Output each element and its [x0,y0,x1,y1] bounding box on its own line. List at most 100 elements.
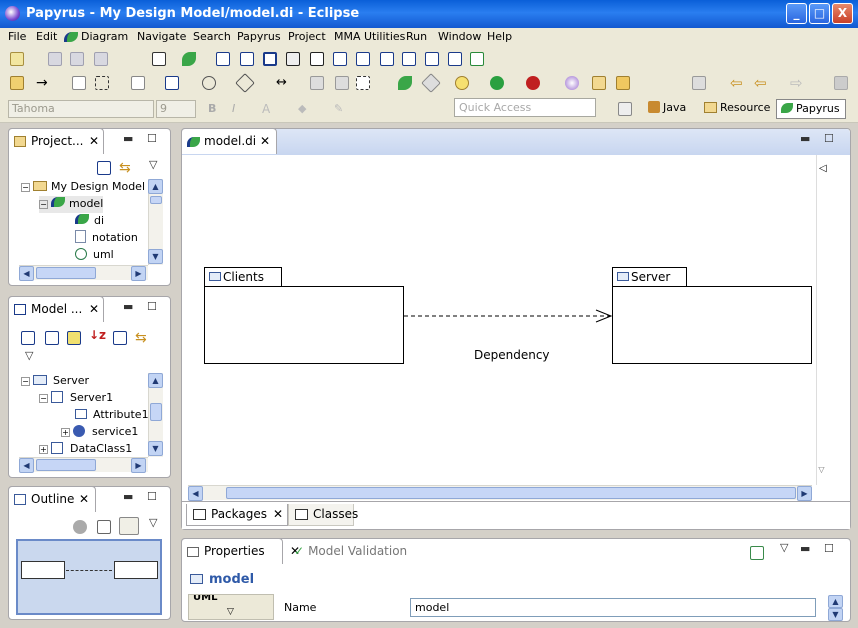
project-tree-hscrollbar[interactable]: ◀ ▶ [19,265,148,281]
scroll-left-button[interactable]: ◀ [19,458,34,473]
run-icon[interactable] [490,76,504,90]
maximize-button[interactable]: □ [809,3,830,24]
split-icon[interactable] [448,52,462,66]
collapse-all-icon[interactable] [97,161,111,175]
structure-icon[interactable] [402,52,416,66]
collapse-icon[interactable]: − [39,394,48,403]
back-nav-icon[interactable]: ⇦ [754,74,767,92]
merge-icon[interactable] [470,52,484,66]
hierarchy-icon[interactable] [356,52,370,66]
refresh-icon[interactable] [10,76,24,90]
save-all-icon[interactable] [70,52,84,66]
minimize-view-icon[interactable]: ▬ [123,490,134,503]
arrow-right-icon[interactable]: → [36,75,48,91]
diagram-canvas[interactable]: Clients Server Dependency [188,155,816,485]
view-menu-icon[interactable]: ▽ [149,158,158,171]
expand-icon[interactable]: + [61,428,70,437]
perspective-java[interactable]: Java [648,99,686,119]
close-tab-icon[interactable]: ✕ [89,302,100,316]
font-family-select[interactable]: Tahoma [8,100,154,118]
scroll-right-button[interactable]: ▶ [131,458,146,473]
sort-alpha-icon[interactable]: ↓z [89,328,107,342]
collapse-icon[interactable]: − [39,200,48,209]
print-icon[interactable] [94,52,108,66]
resize-horizontal-icon[interactable]: ↔ [276,75,287,90]
quick-access-input[interactable]: Quick Access [454,98,596,117]
name-field-input[interactable]: model [410,598,816,617]
select-all-icon[interactable] [95,76,109,90]
tree-item-service1[interactable]: +service1 [61,424,138,441]
tree-icon[interactable] [216,52,230,66]
web-browser-icon[interactable] [565,76,579,90]
route-icon[interactable] [72,76,86,90]
close-tab-icon[interactable]: ✕ [290,544,301,558]
collapse-icon[interactable]: − [21,377,30,386]
frame-icon[interactable] [286,52,300,66]
font-color-button-icon[interactable]: A [262,102,271,116]
tree-item-model[interactable]: −model [39,196,104,213]
collapse-icon[interactable]: − [21,183,30,192]
model-tree-hscrollbar[interactable]: ◀ ▶ [19,457,148,473]
scroll-left-button[interactable]: ◀ [19,266,34,281]
hscroll-thumb[interactable] [36,459,96,471]
scroll-down-small-icon[interactable]: ▽ [818,465,825,474]
palette-collapsed[interactable]: ◁ [816,155,830,485]
scroll-thumb[interactable] [150,403,162,421]
pin-properties-icon[interactable] [750,546,764,560]
close-tab-icon[interactable]: ✕ [273,507,284,521]
maximize-view-icon[interactable]: ☐ [147,300,157,313]
external-tools-icon[interactable] [526,76,540,90]
menu-papyrus[interactable]: Papyrus [237,30,281,43]
properties-side-tabs[interactable]: UML ▽ [188,594,274,620]
scroll-down-button[interactable]: ▼ [148,441,163,456]
menu-help[interactable]: Help [487,30,513,43]
fill-color-button-icon[interactable]: ◆ [298,102,307,115]
model-explorer-tab[interactable]: Model ... ✕ [8,296,104,322]
scroll-up-button[interactable]: ▲ [148,179,163,194]
menu-edit[interactable]: Edit [36,30,58,43]
page-tab-classes[interactable]: Classes [288,504,358,526]
link-editor-icon[interactable]: ⇆ [119,160,131,176]
minimize-editor-icon[interactable]: ▬ [800,132,811,145]
group-icon[interactable] [333,52,347,66]
tree-item-attribute1[interactable]: Attribute1 [75,407,149,424]
model-tree-scrollbar[interactable]: ▲ ▼ [148,373,163,457]
outline-overview-icon[interactable] [119,517,139,535]
scroll-up-button[interactable]: ▲ [148,373,163,388]
menu-window[interactable]: Window [438,30,482,43]
model-validation-tab[interactable]: ✓Model Validation [294,544,407,558]
scroll-left-button[interactable]: ◀ [188,486,203,501]
forward-icon[interactable]: ⇨ [790,74,803,92]
open-folder-icon[interactable] [592,76,606,90]
layout-icon[interactable] [240,52,254,66]
server-package-tab[interactable]: Server [612,267,687,287]
same-size-icon[interactable] [310,76,324,90]
minimize-button[interactable]: _ [786,3,807,24]
save-icon[interactable] [48,52,62,66]
scroll-right-button[interactable]: ▶ [797,486,812,501]
bold-button[interactable]: B [208,102,217,115]
properties-tab[interactable]: Properties ✕ [181,538,300,564]
clients-package[interactable] [204,286,404,364]
close-tab-icon[interactable]: ✕ [79,492,90,506]
close-button[interactable]: X [832,3,853,24]
scroll-thumb[interactable] [150,196,162,204]
arrange-icon[interactable] [131,76,145,90]
dependency-connector[interactable] [404,307,614,327]
side-tab-uml[interactable]: UML [193,594,218,603]
tree-item-notation[interactable]: notation [75,230,138,247]
menu-run[interactable]: Run [406,30,428,43]
line-color-button-icon[interactable]: ✎ [334,102,344,115]
close-tab-icon[interactable]: ✕ [260,134,271,148]
scroll-down-button[interactable]: ▼ [148,249,163,264]
pencil-icon[interactable] [421,73,441,93]
properties-scrollbar[interactable]: ▲ ▼ [828,595,843,621]
maximize-view-icon[interactable]: ☐ [824,542,834,555]
minimize-view-icon[interactable]: ▬ [800,542,811,555]
page-tab-packages[interactable]: Packages ✕ [186,504,288,526]
hscroll-thumb[interactable] [226,487,796,499]
debug-icon[interactable] [455,76,469,90]
menu-search[interactable]: Search [193,30,231,43]
side-tab-scroll-icon[interactable]: ▽ [227,607,234,617]
scroll-up-button[interactable]: ▲ [828,595,843,608]
